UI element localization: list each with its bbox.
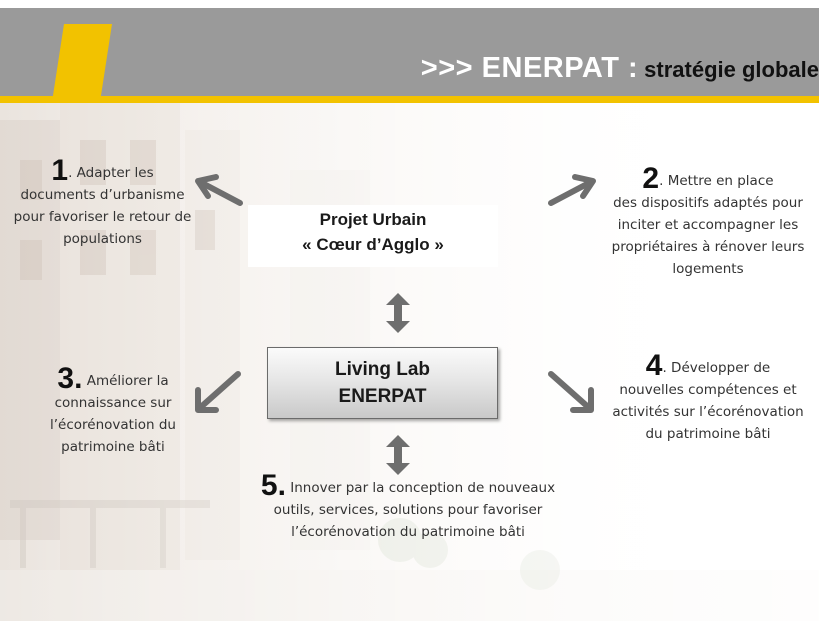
item-text-first: Innover par la conception de nouveaux [285, 480, 556, 496]
item-number: 4 [645, 349, 663, 382]
item-number: 5. [260, 469, 286, 502]
item-text-rest: documents d’urbanisme pour favoriser le … [13, 187, 192, 247]
item-4-text: 4. Développer de nouvelles compétences e… [606, 351, 810, 445]
projet-urbain-box: Projet Urbain « Cœur d’Agglo » [248, 205, 498, 267]
item-text-rest: nouvelles compétences et activités sur l… [612, 382, 804, 442]
projet-urbain-line1: Projet Urbain [319, 210, 427, 229]
header-bar: >>> ENERPAT :stratégie globale [0, 8, 819, 102]
item-text-first: . Développer de [662, 360, 771, 376]
arrow-up-left-icon [195, 174, 243, 206]
item-5-text: 5. Innover par la conception de nouveaux… [238, 471, 578, 543]
double-arrow-vertical-icon [386, 435, 410, 475]
item-text-first: . Adapter les [68, 165, 154, 181]
item-3-text: 3. Améliorer la connaissance sur l’écoré… [18, 364, 208, 458]
item-1-text: 1. Adapter les documents d’urbanisme pou… [10, 156, 195, 250]
arrow-down-right-icon [548, 371, 594, 413]
title-subtitle: stratégie globale [644, 57, 819, 82]
double-arrow-vertical-icon [386, 293, 410, 333]
item-text-rest: des dispositifs adaptés pour inciter et … [611, 195, 805, 277]
item-text-rest: connaissance sur l’écorénovation du patr… [50, 395, 176, 455]
page-title: >>> ENERPAT :stratégie globale [421, 48, 819, 88]
arrow-up-right-icon [548, 174, 596, 206]
item-2-text: 2. Mettre en place des dispositifs adapt… [608, 164, 808, 280]
title-main: >>> ENERPAT : [420, 52, 639, 84]
item-number: 2 [642, 162, 660, 195]
item-number: 1 [51, 154, 69, 187]
item-number: 3. [57, 362, 83, 395]
header-yellow-stripe [0, 96, 819, 103]
living-lab-line1: Living Lab [335, 359, 430, 380]
item-text-first: . Mettre en place [659, 173, 774, 189]
arrow-down-left-icon [195, 371, 241, 413]
projet-urbain-line2: « Cœur d’Agglo » [302, 235, 444, 254]
living-lab-line2: ENERPAT [338, 386, 427, 407]
item-text-rest: outils, services, solutions pour favoris… [273, 502, 543, 540]
living-lab-box: Living Lab ENERPAT [267, 347, 498, 419]
item-text-first: Améliorer la [82, 373, 169, 389]
yellow-logo-shape [52, 24, 112, 102]
